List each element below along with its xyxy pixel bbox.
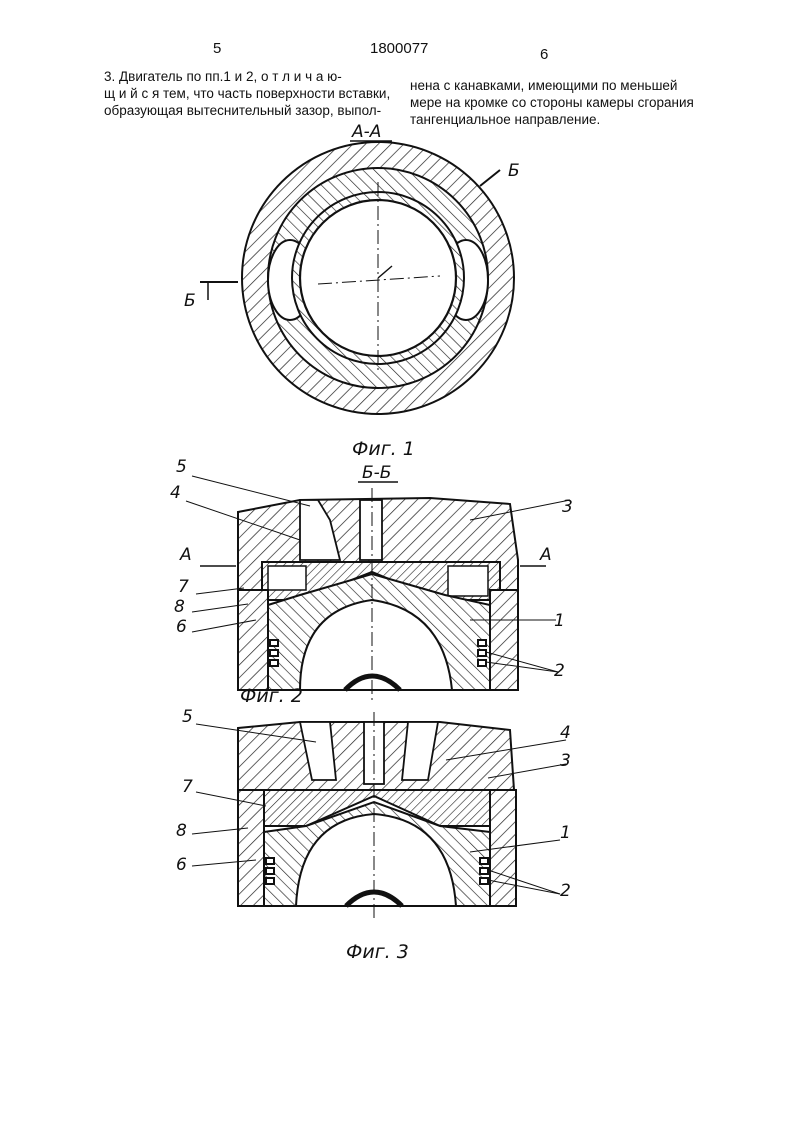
fig1-horizontal-axis [317, 275, 441, 285]
claim-right-line: мере на кромке со стороны камеры сгорани… [410, 95, 694, 110]
fig2-label-5: 5 [176, 457, 187, 477]
document-number: 1800077 [370, 40, 429, 57]
claim-left-line: щ и й с я тем, что часть поверхности вст… [104, 86, 391, 101]
fig1-centre-mark [377, 265, 393, 279]
fig2-label-7: 7 [178, 577, 189, 597]
fig3-label-7: 7 [182, 777, 193, 797]
fig2-piston-rings [269, 639, 487, 667]
page-number-left: 5 [213, 40, 222, 57]
fig3-label-1: 1 [560, 823, 571, 843]
claim-right-line: тангенциальное направление. [410, 112, 601, 127]
fig2-section-drawing: Б-Б А А [170, 457, 573, 707]
fig3-cylinder-wall-left [237, 789, 265, 907]
claim-left-line: 3. Двигатель по пп.1 и 2, о т л и ч а ю- [104, 69, 342, 84]
fig1-cut-label-right: Б [508, 161, 520, 181]
fig3-valve-port-left [298, 721, 337, 781]
claim-text-left: 3. Двигатель по пп.1 и 2, о т л и ч а ю-… [104, 68, 390, 119]
fig1-cut-line-right [479, 169, 501, 187]
fig2-label-1: 1 [554, 611, 565, 631]
fig3-label-4: 4 [560, 723, 571, 743]
fig3-label-8: 8 [176, 821, 187, 841]
fig2-label-8: 8 [174, 597, 185, 617]
fig2-label-6: 6 [176, 617, 187, 637]
fig2-section-label: Б-Б [362, 463, 391, 483]
fig2-insert-recess-left [267, 565, 307, 591]
fig1-section-label: А-А [351, 122, 381, 142]
fig3-label-6: 6 [176, 855, 187, 875]
fig3-label-2: 2 [560, 881, 571, 901]
fig3-label-3: 3 [560, 751, 571, 771]
fig2-label-2: 2 [554, 661, 565, 681]
fig2-insert-recess-right [447, 565, 489, 597]
fig2-piston-cavity [298, 598, 454, 691]
fig2-cut-label-left: А [179, 545, 192, 565]
page-number-right: 6 [540, 46, 549, 63]
fig3-label-5: 5 [182, 707, 193, 727]
fig1-cut-label-left: Б [184, 291, 196, 311]
fig2-label-3: 3 [562, 497, 573, 517]
fig2-piston-pin-boss [343, 673, 402, 692]
fig2-caption: Фиг. 2 [240, 685, 303, 707]
fig1-caption: Фиг. 1 [352, 438, 415, 460]
fig2-valve-port [299, 499, 342, 561]
claim-left-line: образующая вытеснительный зазор, выпол- [104, 103, 382, 118]
fig2-cut-label-right: А [539, 545, 552, 565]
claim-text-right: нена с канавками, имеющими по меньшей ме… [410, 77, 694, 128]
fig3-section-drawing: 5 4 3 7 8 6 1 2 Фиг. 3 [176, 707, 571, 963]
fig2-cylinder-wall-right [489, 589, 519, 691]
fig2-leader-lines [185, 475, 571, 673]
fig3-valve-port-right [401, 721, 440, 781]
fig3-leader-lines [191, 723, 567, 895]
fig2-injector-bore [359, 499, 383, 561]
fig3-piston-rings [265, 857, 489, 885]
fig3-caption: Фиг. 3 [346, 941, 409, 963]
claim-right-line: нена с канавками, имеющими по меньшей [410, 78, 678, 93]
fig2-label-4: 4 [170, 483, 181, 503]
fig1-section-drawing: А-А Б Б Фиг. 1 [184, 122, 520, 460]
